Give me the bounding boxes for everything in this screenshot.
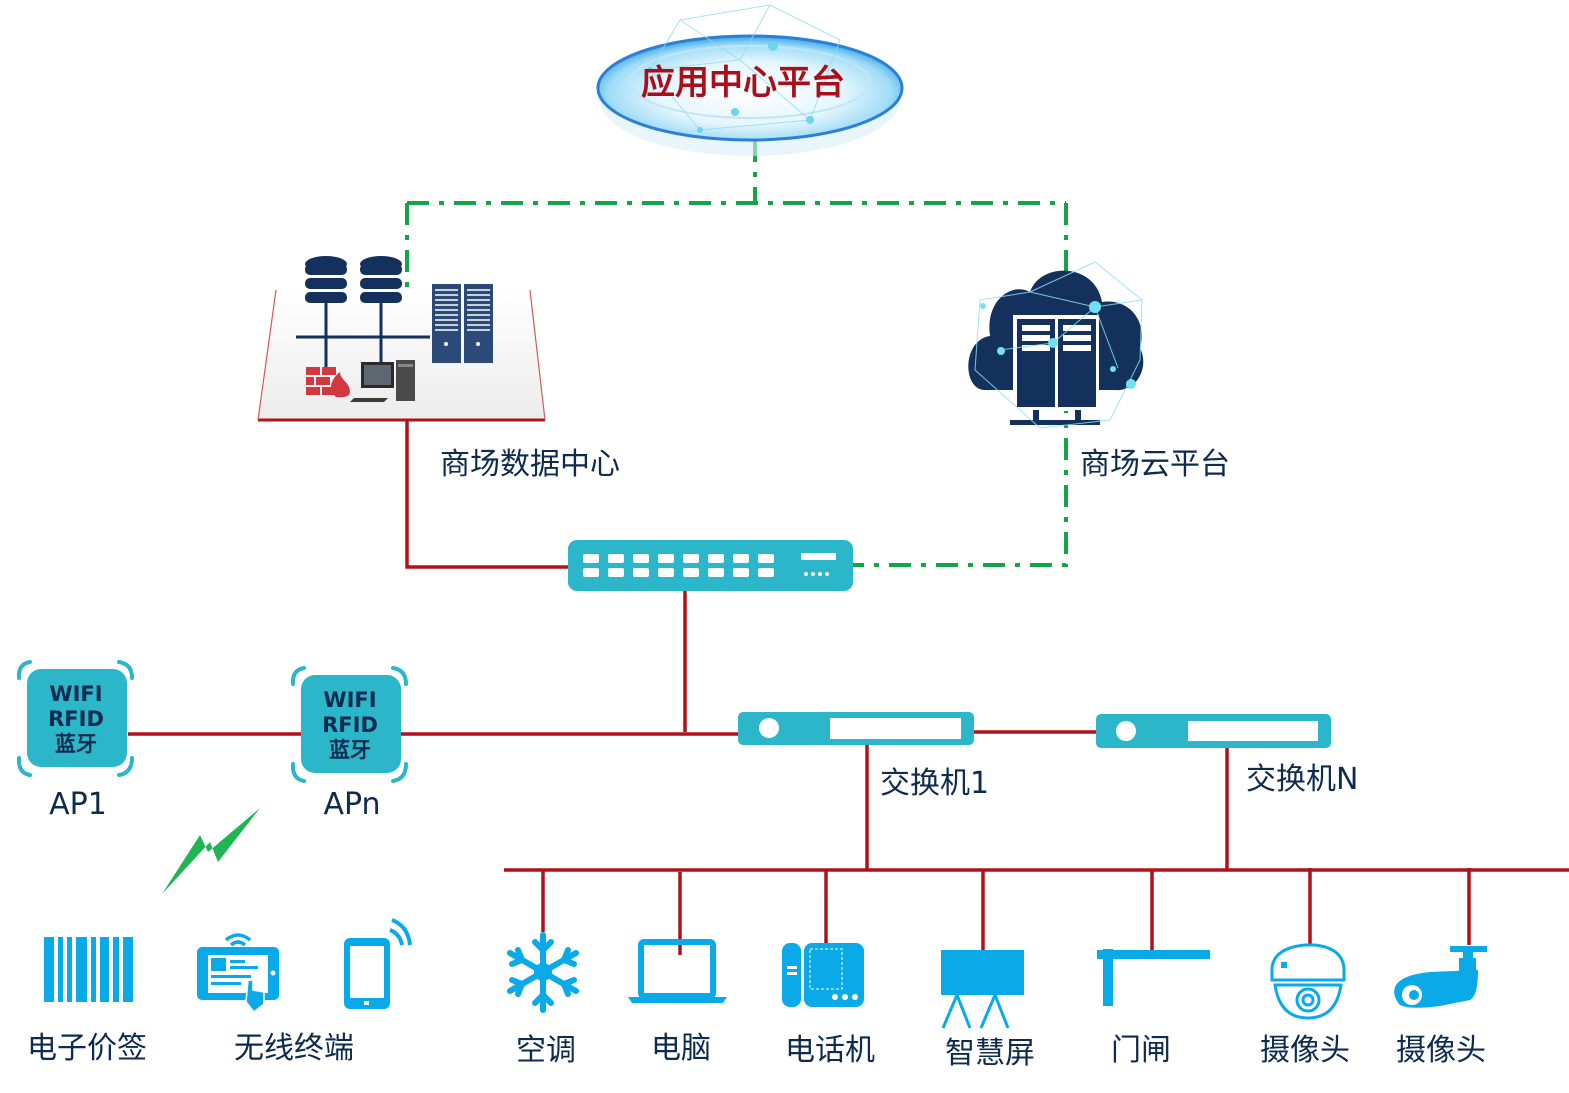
device-telephone[interactable]: 电话机 [782,943,875,1068]
switch-n-label: 交换机N [1246,762,1358,797]
switch-1-label: 交换机1 [880,766,989,801]
wired-links [128,420,1569,955]
air-conditioner-label: 空调 [516,1033,576,1068]
switch-port [658,554,674,563]
price-tag-label: 电子价签 [27,1031,147,1066]
tablet-touch-icon [197,933,279,1014]
switch-ports [583,554,774,577]
telephone-icon [782,943,864,1007]
ap1-line-bluetooth: 蓝牙 [55,732,97,756]
switch-port [583,568,599,577]
database-icon [360,256,402,303]
smartphone-icon [344,918,412,1009]
computer-label: 电脑 [651,1031,711,1066]
access-point-ap1[interactable]: WIFI RFID 蓝牙 AP1 [16,660,134,822]
link-to-cloud [760,203,1068,567]
access-switch-icon [738,712,974,745]
bullet-camera-icon [1394,946,1487,1008]
switch-port [683,554,699,563]
ap1-line-wifi: WIFI [49,682,102,706]
lan-lines [296,300,430,368]
core-switch-icon [568,540,853,591]
link-datacenter-core [405,420,572,569]
switch-port [633,554,649,563]
device-computer[interactable]: 电脑 [628,939,727,1066]
ap1-label: AP1 [49,787,107,822]
apn-label: APn [323,787,380,822]
ap1-line-rfid: RFID [48,707,104,731]
wireless-device-price-tag[interactable]: 电子价签 [27,937,147,1066]
switch-port [583,554,599,563]
barcode-icon [44,937,133,1002]
access-point-icon [16,660,134,777]
switch-port [608,568,624,577]
server-rack-icon [432,284,493,363]
lightning-bolt-icon [162,808,260,894]
apn-line-wifi: WIFI [323,688,376,712]
device-barrier-gate[interactable]: 门闸 [1097,949,1210,1068]
dome-camera-icon [1270,943,1346,1020]
smart-screen-label: 智慧屏 [945,1036,1035,1071]
smart-screen-icon [941,950,1024,1029]
access-point-icon [290,666,408,783]
switch-port [758,568,774,577]
switch-port [758,554,774,563]
switch-port [733,554,749,563]
device-smart-screen[interactable]: 智慧屏 [941,950,1035,1071]
halo-disc-icon [596,4,904,156]
laptop-icon [628,939,727,1003]
switch-n[interactable]: 交换机N [1096,714,1358,797]
access-point-apn[interactable]: WIFI RFID 蓝牙 APn [290,666,408,822]
apn-line-rfid: RFID [322,713,378,737]
device-air-conditioner[interactable]: 空调 [507,932,579,1068]
terminal-label: 无线终端 [234,1031,354,1066]
switch-1[interactable]: 交换机1 [738,712,989,801]
switch-port [683,568,699,577]
bullet-camera-label: 摄像头 [1396,1033,1486,1068]
database-icon [305,256,347,303]
access-switch-icon [1096,714,1331,748]
switch-port [658,568,674,577]
telephone-label: 电话机 [785,1033,875,1068]
switch-port [608,554,624,563]
switch-port [708,554,724,563]
firewall-icon [306,367,350,398]
dome-camera-label: 摄像头 [1260,1033,1350,1068]
cloud-label: 商场云平台 [1080,447,1230,482]
device-dome-camera[interactable]: 摄像头 [1260,943,1350,1068]
desktop-computer-icon [350,360,415,402]
data-center[interactable]: 商场数据中心 [257,256,620,482]
cloud-platform[interactable]: 商场云平台 [968,261,1230,482]
switch-port [733,568,749,577]
wireless-device-terminal[interactable]: 无线终端 [197,918,412,1066]
switch-port [633,568,649,577]
barrier-gate-label: 门闸 [1111,1033,1171,1068]
switch-port [708,568,724,577]
core-switch[interactable] [568,540,853,591]
device-bullet-camera[interactable]: 摄像头 [1394,946,1487,1068]
apn-line-bluetooth: 蓝牙 [329,738,371,762]
barrier-gate-icon [1097,949,1210,1006]
platform-title: 应用中心平台 [641,63,845,103]
cloud-server-icon [968,261,1144,429]
datacenter-label: 商场数据中心 [440,447,620,482]
application-platform[interactable]: 应用中心平台 [596,4,904,156]
snowflake-icon [507,932,579,1013]
